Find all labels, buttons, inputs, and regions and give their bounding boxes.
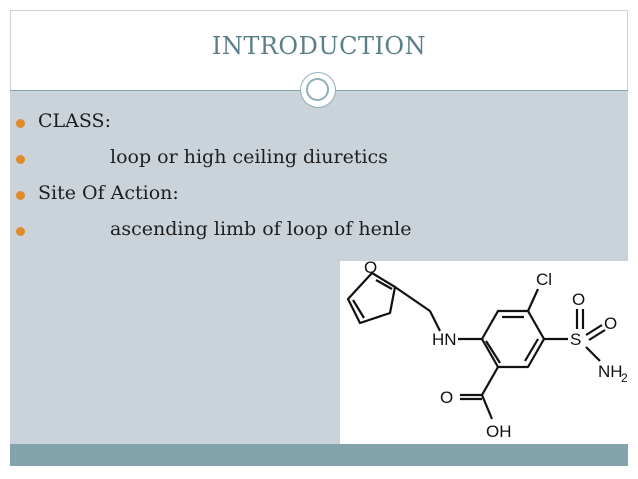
bullet-text: Site Of Action: (38, 182, 179, 204)
furan-ring (346, 271, 397, 325)
footer-band (10, 444, 628, 466)
bullet-item: Site Of Action: (16, 182, 516, 218)
atom-label: OH (486, 422, 512, 441)
atom-label: O (364, 261, 377, 277)
bullet-dot-icon (16, 191, 25, 200)
atom-label: S (570, 330, 581, 349)
benzene-ring (480, 309, 546, 369)
circle-ornament-icon (300, 72, 336, 108)
bullet-list: CLASS: loop or high ceiling diuretics Si… (16, 110, 516, 254)
chemical-structure-image: O Cl O S O NH 2 HN O OH (340, 261, 628, 444)
bullet-text: loop or high ceiling diuretics (110, 146, 388, 168)
slide-title: INTRODUCTION (211, 32, 427, 60)
atom-label: O (572, 290, 585, 309)
bullet-text: CLASS: (38, 110, 111, 132)
bullet-dot-icon (16, 155, 25, 164)
bullet-item: ascending limb of loop of henle (16, 218, 516, 254)
circle-ornament-inner (306, 78, 329, 101)
atom-label: O (440, 388, 453, 407)
bullet-dot-icon (16, 119, 25, 128)
bullet-dot-icon (16, 227, 25, 236)
atom-label: NH (598, 362, 623, 381)
furosemide-structure-diagram: O Cl O S O NH 2 HN O OH (346, 261, 628, 441)
atom-label: HN (432, 330, 457, 349)
atom-label: O (604, 314, 617, 333)
bullet-item: loop or high ceiling diuretics (16, 146, 516, 182)
bullet-text: ascending limb of loop of henle (110, 218, 412, 240)
atom-label: 2 (621, 371, 628, 385)
atom-label: Cl (536, 270, 552, 289)
bullet-item: CLASS: (16, 110, 516, 146)
